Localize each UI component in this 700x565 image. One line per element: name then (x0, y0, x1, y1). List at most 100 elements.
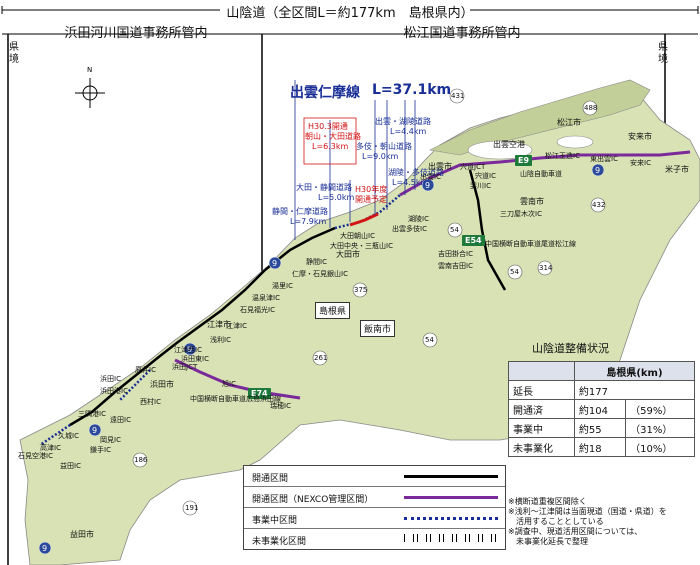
ic-label: 出雲IC (420, 173, 441, 181)
segment-taki-asayama-2: L=9.0km (362, 152, 399, 161)
compass-icon: N (75, 66, 105, 108)
place-izumo-airport: 出雲空港 (493, 140, 525, 149)
ic-label: 吉田掛合IC (438, 250, 473, 258)
ic-label: 高津IC (40, 444, 61, 452)
segment-izumo-kosai-2: L=4.4km (390, 127, 427, 136)
status-row-pct: （10%） (625, 437, 695, 457)
ic-label: 旭IC (222, 380, 236, 388)
ic-label: 原井IC (135, 366, 156, 374)
legend-label: 開通区間（NEXCO管理区間） (252, 495, 374, 505)
ic-label: 三刀屋木次IC (500, 210, 542, 218)
ic-label: 大田朝山IC (340, 232, 375, 240)
legend-row-under-construction: 事業中区間 (244, 508, 505, 529)
legend-label: 事業中区間 (252, 516, 298, 526)
place-yonago: 米子市 (665, 165, 689, 174)
expressway-label: 中国横断自動車道広島浜田線 (190, 395, 281, 403)
place-hamada: 浜田市 (150, 380, 174, 389)
route-number: 54 (510, 268, 519, 276)
ic-label: 江津IC (226, 322, 247, 330)
ic-label: 浅利IC (210, 336, 231, 344)
status-row-label: 未事業化 (508, 437, 575, 457)
route-number: 191 (185, 504, 199, 512)
ic-label: 浜田港IC (100, 387, 128, 395)
pref-label: 島根県 (315, 302, 351, 319)
map-title: 山陰道（全区間L＝約177km 島根県内） (226, 6, 474, 21)
svg-text:N: N (87, 66, 92, 74)
segment-taki-asayama-1: 多伎・朝山道路 (356, 142, 412, 151)
e54-shield: E54 (462, 235, 485, 246)
ic-label: 三隅港IC (78, 410, 106, 418)
ic-label: 浜田東IC (181, 355, 209, 363)
segment-h30-opened-1: H30.3開通 (308, 122, 348, 131)
segment-oda-shizuma-2: L=5.0km (318, 193, 355, 202)
status-row-pct: （59%） (625, 399, 695, 419)
ic-label: 斐川IC (470, 182, 491, 190)
ic-label: 石見空港IC (18, 452, 53, 460)
legend-label: 開通区間 (252, 474, 289, 484)
place-yasugi: 安来市 (628, 132, 652, 141)
ic-label: 静間IC (306, 258, 327, 266)
status-row-value: 約18 (573, 437, 627, 457)
route-number: 261 (314, 354, 328, 362)
segment-h30-planned-2: 開通予定 (355, 195, 387, 204)
status-header-blank (508, 361, 575, 381)
place-gotsu: 江津市 (207, 320, 231, 329)
left-boundary-label: 県境 (9, 42, 19, 65)
route-length: L=37.1km (372, 82, 452, 98)
expressway-label: 山陰自動車道 (520, 170, 562, 178)
ic-label: 松江玉造IC (545, 152, 580, 160)
status-row-pct: （31%） (625, 418, 695, 438)
ic-label: 安来IC (630, 159, 651, 167)
ic-label: 江津西IC (174, 346, 202, 354)
ic-label: 浜田JCT (172, 363, 198, 371)
route-number: 9 (595, 166, 601, 175)
ic-label: 瑞穂IC (270, 402, 291, 410)
legend-row-nexco: 開通区間（NEXCO管理区間） (244, 487, 505, 508)
right-boundary-label: 県境 (658, 42, 668, 65)
expressway-label: 中国横断自動車道尾道松江線 (485, 240, 576, 248)
place-iinan: 飯南市 (360, 320, 396, 337)
e74-shield: E74 (248, 388, 271, 399)
status-row-label: 開通済 (508, 399, 575, 419)
segment-h30-planned-1: H30年度 (355, 185, 388, 194)
ic-label: 出雲多伎IC (392, 225, 427, 233)
map-legend: 開通区間 開通区間（NEXCO管理区間） 事業中区間 未事業化区間 (243, 465, 506, 550)
ic-label: 大田中央・三瓶山IC (330, 242, 393, 250)
ic-label: 石見福光IC (240, 306, 275, 314)
route-number: 186 (134, 456, 148, 464)
ic-label: 久城IC (58, 432, 79, 440)
route-number: 54 (450, 226, 459, 234)
status-row-label: 事業中 (508, 418, 575, 438)
status-row-value: 約55 (573, 418, 627, 438)
legend-row-not-started: 未事業化区間 (244, 529, 505, 549)
status-row-label: 延長 (508, 380, 575, 400)
status-row-value: 約177 (573, 380, 696, 400)
ic-label: 温泉津IC (252, 294, 280, 302)
note-line: 活用することとしている (508, 517, 604, 526)
route-number: 9 (92, 426, 98, 435)
notes: ※横断道重複区間除く ※浅利～江津間は当面現道（国道・県道）を 活用することとし… (508, 497, 700, 547)
e9-shield: E9 (515, 155, 533, 166)
segment-shizuma-nima-2: L=7.9km (290, 217, 327, 226)
ic-label: 宍道JCT (460, 163, 486, 171)
route-number: 9 (187, 345, 193, 354)
segment-koryo-taki-2: L=4.5km (392, 178, 429, 187)
ic-label: 浜田IC (100, 375, 121, 383)
ic-label: 仁摩・石見銀山IC (292, 270, 348, 278)
ic-label: 岡見IC (100, 436, 121, 444)
ic-label: 湯里IC (272, 282, 293, 290)
legend-symbol-black (404, 475, 498, 478)
segment-shizuma-nima-1: 静間・仁摩道路 (272, 207, 328, 216)
route-number: 375 (354, 286, 368, 294)
ic-label: 宍道IC (475, 172, 496, 180)
ic-label: 東出雲IC (590, 155, 618, 163)
status-title: 山陰道整備状況 (532, 342, 609, 355)
route-name: 出雲仁摩線 (290, 85, 360, 101)
segment-h30-opened-2: 朝山・大田道路 (305, 132, 361, 141)
route-number: 488 (584, 104, 598, 112)
note-line: ※調査中、現道活用区間については、 (508, 527, 643, 536)
route-number: 432 (592, 201, 606, 209)
segment-h30-opened-3: L=6.3km (312, 142, 349, 151)
place-matsue: 松江市 (557, 118, 581, 127)
route-number: 9 (425, 181, 431, 190)
